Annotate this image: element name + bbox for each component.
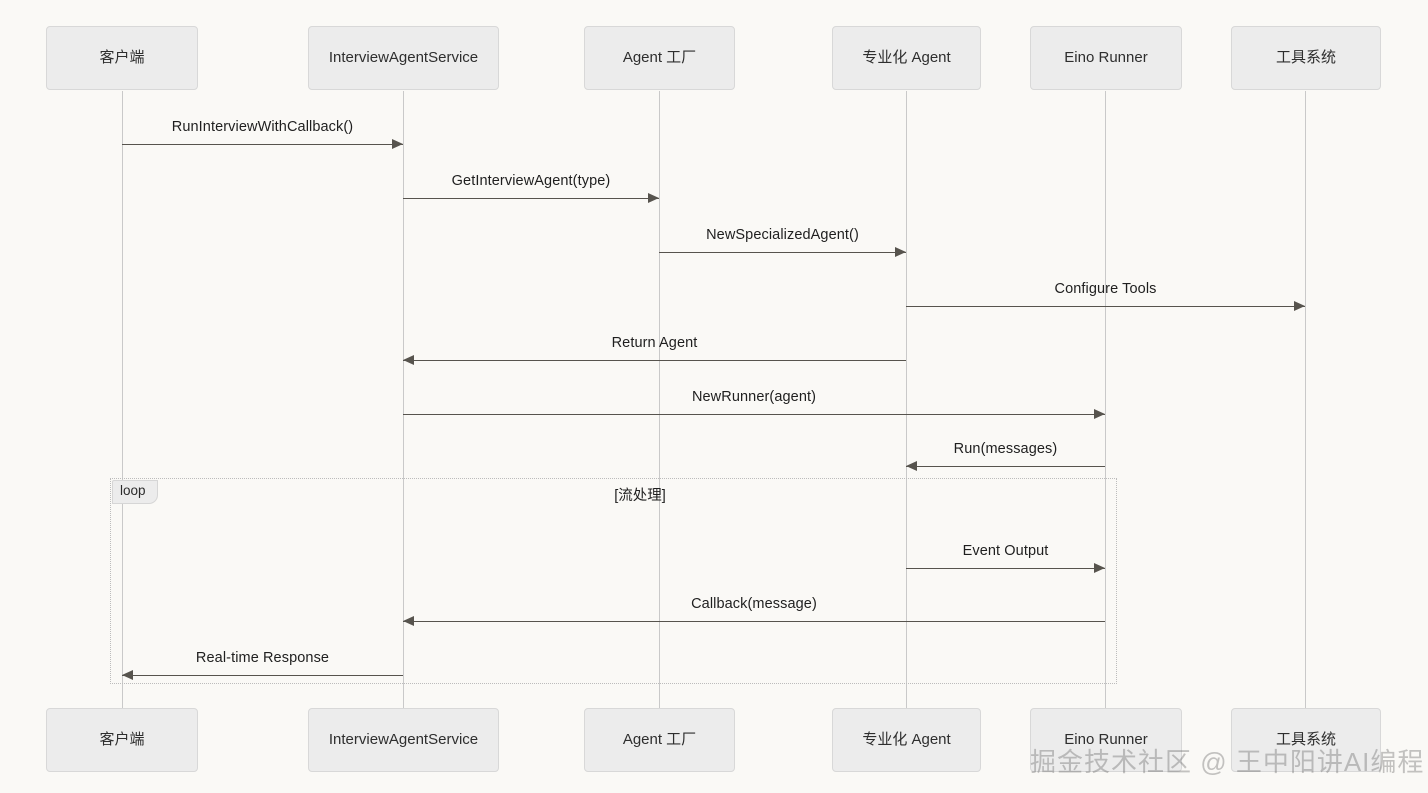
participant-box-factory-top[interactable]: Agent 工厂 xyxy=(584,26,735,90)
participant-label: InterviewAgentService xyxy=(328,49,479,66)
participant-box-service-bottom[interactable]: InterviewAgentService xyxy=(308,708,499,772)
arrow-head-right-7 xyxy=(1094,563,1105,573)
lifeline-service xyxy=(403,91,404,708)
loop-fragment-condition: [流处理] xyxy=(614,488,666,504)
participant-label: 工具系统 xyxy=(1275,731,1336,748)
message-line-1 xyxy=(403,198,659,199)
arrow-head-left-8 xyxy=(403,616,414,626)
message-label-9: Real-time Response xyxy=(195,650,330,666)
arrow-head-left-4 xyxy=(403,355,414,365)
lifeline-client xyxy=(122,91,123,708)
arrow-head-right-5 xyxy=(1094,409,1105,419)
message-line-0 xyxy=(122,144,403,145)
message-line-5 xyxy=(403,414,1105,415)
participant-box-client-bottom[interactable]: 客户端 xyxy=(46,708,198,772)
participant-box-special-top[interactable]: 专业化 Agent xyxy=(832,26,981,90)
participant-box-runner-bottom[interactable]: Eino Runner xyxy=(1030,708,1182,772)
loop-fragment-box xyxy=(110,478,1117,684)
participant-label: 客户端 xyxy=(99,731,145,748)
message-label-3: Configure Tools xyxy=(1054,281,1157,297)
message-label-6: Run(messages) xyxy=(953,441,1058,457)
message-label-8: Callback(message) xyxy=(691,596,817,612)
arrow-head-right-3 xyxy=(1294,301,1305,311)
message-line-6 xyxy=(906,466,1105,467)
participant-label: Agent 工厂 xyxy=(622,49,697,66)
lifeline-special xyxy=(906,91,907,708)
participant-label: 专业化 Agent xyxy=(862,731,951,748)
participant-label: 专业化 Agent xyxy=(862,49,951,66)
loop-fragment-tab: loop xyxy=(112,480,158,504)
arrow-head-left-6 xyxy=(906,461,917,471)
message-label-1: GetInterviewAgent(type) xyxy=(451,173,611,189)
message-line-2 xyxy=(659,252,906,253)
message-label-2: NewSpecializedAgent() xyxy=(706,227,859,243)
participant-box-tools-top[interactable]: 工具系统 xyxy=(1231,26,1381,90)
arrow-head-right-2 xyxy=(895,247,906,257)
message-line-4 xyxy=(403,360,906,361)
participant-label: Eino Runner xyxy=(1064,49,1148,66)
participant-box-client-top[interactable]: 客户端 xyxy=(46,26,198,90)
arrow-head-left-9 xyxy=(122,670,133,680)
participant-label: 客户端 xyxy=(99,49,145,66)
participant-label: Agent 工厂 xyxy=(622,731,697,748)
participant-label: InterviewAgentService xyxy=(328,731,479,748)
message-line-9 xyxy=(122,675,403,676)
participant-box-tools-bottom[interactable]: 工具系统 xyxy=(1231,708,1381,772)
message-label-7: Event Output xyxy=(962,543,1049,559)
arrow-head-right-1 xyxy=(648,193,659,203)
message-line-3 xyxy=(906,306,1305,307)
lifeline-runner xyxy=(1105,91,1106,708)
participant-box-service-top[interactable]: InterviewAgentService xyxy=(308,26,499,90)
participant-label: Eino Runner xyxy=(1064,731,1148,748)
lifeline-tools xyxy=(1305,91,1306,708)
participant-box-factory-bottom[interactable]: Agent 工厂 xyxy=(584,708,735,772)
lifeline-factory xyxy=(659,91,660,708)
message-line-8 xyxy=(403,621,1105,622)
arrow-head-right-0 xyxy=(392,139,403,149)
participant-box-special-bottom[interactable]: 专业化 Agent xyxy=(832,708,981,772)
message-label-4: Return Agent xyxy=(611,335,698,351)
message-label-0: RunInterviewWithCallback() xyxy=(171,119,354,135)
participant-box-runner-top[interactable]: Eino Runner xyxy=(1030,26,1182,90)
participant-label: 工具系统 xyxy=(1275,49,1336,66)
message-line-7 xyxy=(906,568,1105,569)
message-label-5: NewRunner(agent) xyxy=(691,389,817,405)
